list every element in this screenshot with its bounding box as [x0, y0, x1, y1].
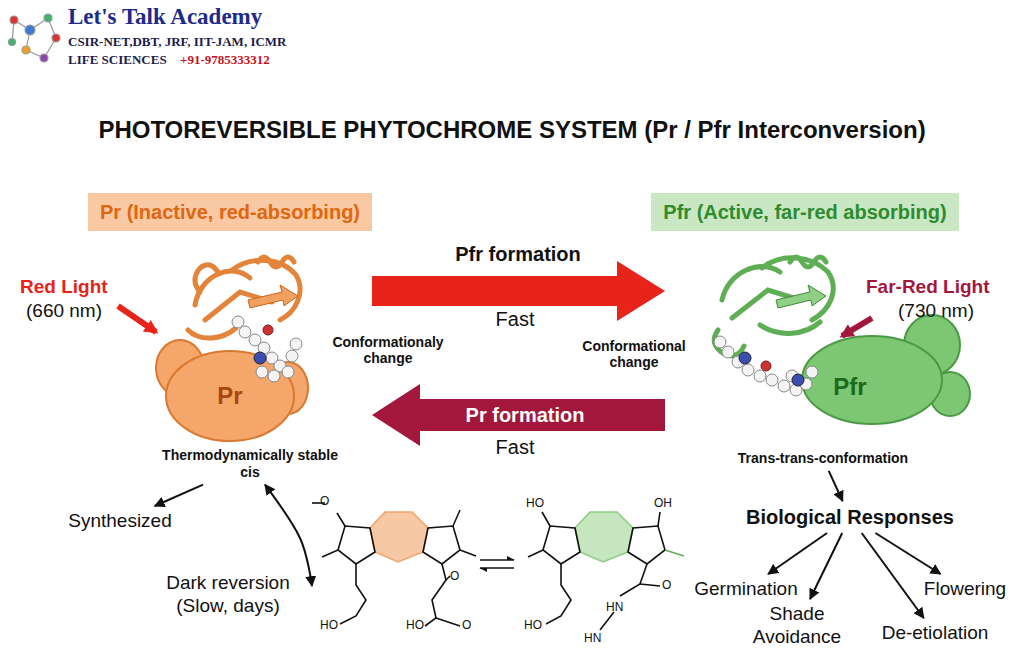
node-text: Pr (Inactive, red-absorbing) — [100, 200, 360, 224]
light-label: Far-Red Light — [866, 276, 990, 298]
conformation-note: Conformational change — [566, 338, 702, 370]
wavelength: (660 nm) — [26, 300, 102, 322]
response-item: De-etiolation — [882, 622, 989, 645]
node-text: Flowering — [924, 578, 1006, 601]
atom-label: O — [462, 619, 471, 633]
red-light-arrow — [118, 306, 156, 332]
node-text: (Slow, days) — [148, 595, 308, 618]
state-header: Pr (Inactive, red-absorbing) — [88, 193, 372, 231]
node-text: Biological Responses — [746, 505, 954, 529]
atom-label: HN — [584, 632, 601, 646]
atom-label: O — [662, 579, 671, 593]
logo-tagline: CSIR-NET,DBT, JRF, IIT-JAM, ICMR — [68, 35, 287, 50]
response-item: Shade Avoidance — [742, 603, 852, 649]
atom-label: O — [320, 495, 329, 509]
connector-arrow — [155, 485, 203, 506]
state-header: Pfr (Active, far-red absorbing) — [651, 193, 958, 231]
node-text: De-etiolation — [882, 622, 989, 645]
conformation-note: Thermodynamically stable cis — [160, 447, 340, 481]
connector-arrow — [768, 533, 827, 574]
responses-heading: Biological Responses — [746, 505, 954, 529]
atom-label: HO — [320, 619, 338, 633]
edge-label: Pfr formation — [455, 243, 581, 266]
edge-label: Pr formation — [466, 404, 585, 427]
node-text: Germination — [694, 578, 798, 601]
node-text: Shade Avoidance — [742, 603, 852, 649]
node-text: Pfr — [833, 373, 866, 402]
connector-arrow — [829, 471, 843, 501]
logo-icon — [9, 14, 61, 62]
connector-arrow — [265, 485, 312, 586]
response-item: Flowering — [924, 578, 1006, 601]
conformation-note: Trans-trans-conformation — [738, 450, 908, 467]
wavelength: (730 nm) — [898, 300, 974, 322]
atom-label: HN — [606, 601, 623, 615]
dark-reversion: Dark reversion(Slow, days) — [148, 572, 308, 618]
node-text: Thermodynamically stable cis — [160, 447, 340, 481]
rate-label: Fast — [475, 436, 555, 459]
rate-label: Fast — [475, 308, 555, 331]
connector-arrow — [875, 533, 940, 574]
logo-name: Let's Talk Academy — [68, 4, 262, 30]
light-label: Red Light — [20, 276, 108, 298]
cis-chromophore — [312, 503, 476, 626]
atom-label: OH — [654, 497, 672, 511]
pr-protein — [156, 257, 308, 441]
trans-chromophore — [528, 512, 684, 630]
connector-arrow — [862, 533, 924, 618]
response-item: Germination — [694, 578, 798, 601]
phone-number: +91-9785333312 — [180, 53, 270, 68]
atom-label: HO — [524, 619, 542, 633]
node-text: Pfr (Active, far-red absorbing) — [663, 200, 946, 224]
far-red-light-arrow — [842, 318, 872, 336]
title: PHOTOREVERSIBLE PHYTOCHROME SYSTEM (Pr /… — [0, 116, 1024, 144]
fate-label: Synthesized — [68, 510, 172, 533]
node-text: Trans-trans-conformation — [738, 450, 908, 467]
atom-label: HO — [526, 497, 544, 511]
atom-label: O — [450, 570, 459, 584]
atom-label: HO — [406, 619, 424, 633]
node-text: Dark reversion — [148, 572, 308, 595]
node-text: Synthesized — [68, 510, 172, 533]
logo-tagline: LIFE SCIENCES — [68, 53, 167, 68]
node-text: Pr — [217, 382, 242, 411]
conformation-note: Conformationaly change — [313, 334, 463, 366]
connector-arrow — [810, 533, 842, 599]
